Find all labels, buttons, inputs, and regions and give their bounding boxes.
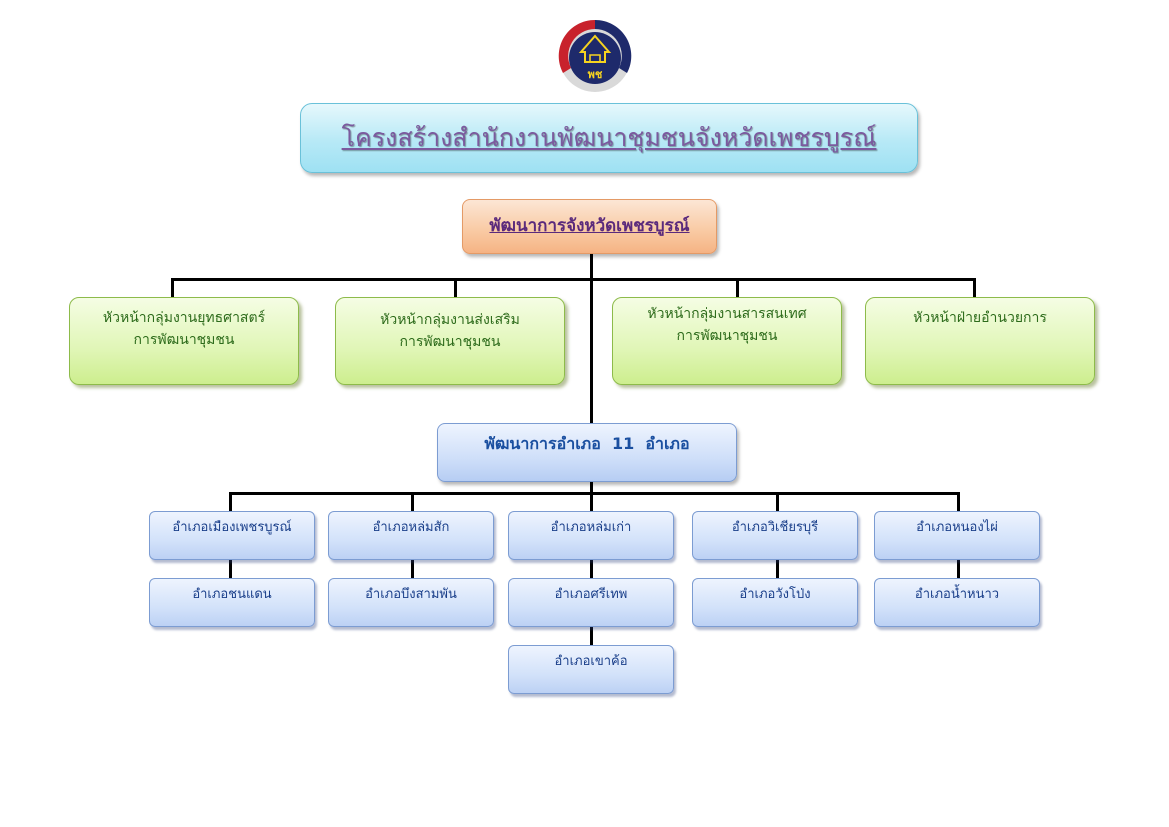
provincial-head-label: พัฒนาการจังหวัดเพชรบูรณ์ <box>489 216 690 237</box>
group-label-line1: หัวหน้ากลุ่มงานยุทธศาสตร์ <box>102 310 266 326</box>
district-box: อำเภอชนแดน <box>149 578 315 627</box>
district-label: อำเภอหนองไผ่ <box>916 520 998 535</box>
group-branch-line <box>171 278 976 281</box>
district-label: อำเภอศรีเทพ <box>554 587 628 602</box>
group-drop-2 <box>454 278 457 298</box>
trunk-line <box>590 254 593 424</box>
district-label: อำเภอชนแดน <box>192 587 272 602</box>
district-head-label: พัฒนาการอำเภอ 11 อำเภอ <box>484 434 690 453</box>
group-drop-3 <box>736 278 739 298</box>
district-trunk-line <box>590 482 593 512</box>
col3-link-2 <box>590 627 593 647</box>
group-label-line1: หัวหน้ากลุ่มงานส่งเสริม <box>380 312 520 328</box>
district-label: อำเภอเขาค้อ <box>554 654 628 669</box>
group-box-administration: หัวหน้าฝ่ายอำนวยการ <box>865 297 1095 385</box>
district-label: อำเภอหล่มเก่า <box>550 520 632 535</box>
chart-title: โครงสร้างสำนักงานพัฒนาชุมชนจังหวัดเพชรบู… <box>341 122 877 152</box>
district-label: อำเภอน้ำหนาว <box>914 587 1000 602</box>
district-box: อำเภอหล่มสัก <box>328 511 494 560</box>
district-box: อำเภอหนองไผ่ <box>874 511 1040 560</box>
district-label: อำเภอบึงสามพัน <box>365 587 457 602</box>
district-drop-5 <box>957 492 960 512</box>
col4-link <box>776 560 779 580</box>
district-box: อำเภอวังโป่ง <box>692 578 858 627</box>
district-drop-1 <box>229 492 232 512</box>
col3-link <box>590 560 593 580</box>
group-label-line2: การพัฒนาชุมชน <box>399 333 501 350</box>
org-logo: พช <box>558 19 632 92</box>
col2-link <box>411 560 414 580</box>
group-drop-4 <box>973 278 976 298</box>
provincial-head-box: พัฒนาการจังหวัดเพชรบูรณ์ <box>462 199 717 254</box>
chart-title-box: โครงสร้างสำนักงานพัฒนาชุมชนจังหวัดเพชรบู… <box>300 103 918 173</box>
col5-link <box>957 560 960 580</box>
group-box-promotion: หัวหน้ากลุ่มงานส่งเสริม การพัฒนาชุมชน <box>335 297 565 385</box>
district-label: อำเภอวังโป่ง <box>739 587 811 602</box>
group-drop-1 <box>171 278 174 298</box>
district-box: อำเภอศรีเทพ <box>508 578 674 627</box>
district-label: อำเภอเมืองเพชรบูรณ์ <box>172 520 292 535</box>
district-box: อำเภอบึงสามพัน <box>328 578 494 627</box>
district-box: อำเภอวิเชียรบุรี <box>692 511 858 560</box>
district-branch-line <box>229 492 960 495</box>
district-box: อำเภอเขาค้อ <box>508 645 674 694</box>
district-box: อำเภอน้ำหนาว <box>874 578 1040 627</box>
district-drop-2 <box>411 492 414 512</box>
group-box-information: หัวหน้ากลุ่มงานสารสนเทศ การพัฒนาชุมชน <box>612 297 842 385</box>
district-label: อำเภอหล่มสัก <box>372 520 450 535</box>
col1-link <box>229 560 232 580</box>
logo-text: พช <box>588 68 603 81</box>
district-box: อำเภอหล่มเก่า <box>508 511 674 560</box>
district-head-box: พัฒนาการอำเภอ 11 อำเภอ <box>437 423 737 482</box>
group-label-line1: หัวหน้าฝ่ายอำนวยการ <box>913 310 1047 326</box>
district-label: อำเภอวิเชียรบุรี <box>731 520 819 535</box>
group-label-line2: การพัฒนาชุมชน <box>676 327 778 344</box>
group-box-strategy: หัวหน้ากลุ่มงานยุทธศาสตร์ การพัฒนาชุมชน <box>69 297 299 385</box>
group-label-line2: การพัฒนาชุมชน <box>133 331 235 348</box>
group-label-line1: หัวหน้ากลุ่มงานสารสนเทศ <box>647 306 807 322</box>
district-box: อำเภอเมืองเพชรบูรณ์ <box>149 511 315 560</box>
district-drop-4 <box>776 492 779 512</box>
